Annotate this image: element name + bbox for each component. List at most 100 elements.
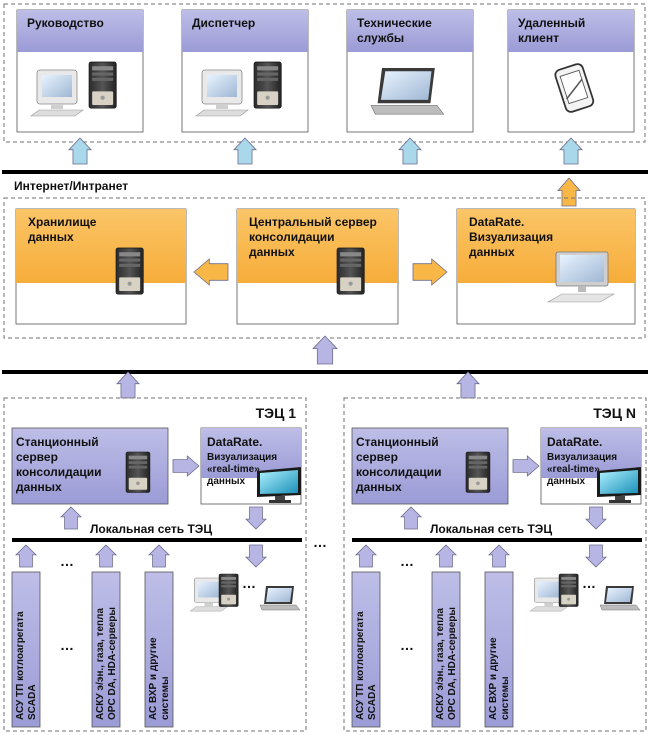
down-arrow (245, 544, 267, 568)
station-server-title-line: Станционный (16, 435, 99, 449)
station-viz-title: DataRate. (547, 435, 602, 449)
station-viz-subtitle-line: данных (547, 476, 586, 487)
center-box-title-line: Визуализация (469, 230, 553, 244)
station-title: ТЭЦ 1 (256, 405, 297, 421)
source-box (91, 571, 121, 728)
clients-frame (3, 3, 646, 143)
station-viz-subtitle: Визуализация«real-time»данных (207, 452, 277, 487)
client-card-header (17, 10, 143, 52)
up-arrow (233, 137, 257, 165)
station-server-title-line: данных (16, 480, 62, 494)
laptop-icon (259, 585, 301, 611)
down-arrow (245, 506, 267, 530)
server-tower-icon (115, 247, 144, 295)
up-arrow-orange (557, 177, 581, 207)
station-viz-subtitle: Визуализация«real-time»данных (547, 452, 617, 487)
center-box-title-line: консолидации (249, 230, 335, 244)
source-label-line: АСУ ТП котлоагрегата (15, 611, 26, 720)
source-label-line: АС ВХР и другие (488, 637, 499, 720)
up-arrow (488, 544, 510, 568)
source-label-line: АСУ ТП котлоагрегата (355, 611, 366, 720)
source-box (431, 571, 461, 728)
ellipsis: … (60, 637, 74, 653)
station-server-title-line: консолидации (356, 465, 442, 479)
center-box-header (237, 209, 398, 283)
ellipsis: … (242, 575, 256, 591)
up-arrow (398, 137, 422, 165)
station-viz-subtitle-line: «real-time» (547, 464, 600, 475)
center-box-title-line: DataRate. (469, 215, 524, 229)
source-label-line: АСКУ э/эн., газа, тепла (435, 608, 446, 720)
up-arrow (355, 544, 377, 568)
lan-label: Локальная сеть ТЭЦ (90, 522, 212, 536)
station-viz-subtitle-line: данных (207, 476, 246, 487)
right-arrow (172, 455, 200, 477)
up-arrow (95, 544, 117, 568)
up-arrow (559, 137, 583, 165)
desktop-pc-icon (558, 573, 579, 607)
station-server-title-line: консолидации (16, 465, 102, 479)
right-arrow (512, 455, 540, 477)
ellipsis: … (60, 553, 74, 569)
center-box-title-line: данных (249, 245, 295, 259)
up-arrow (68, 137, 92, 165)
client-title-line: Руководство (27, 16, 104, 30)
source-label-line: OPC DA, HDA-серверы (447, 607, 458, 720)
down-arrow (585, 506, 607, 530)
station-viz-subtitle-line: Визуализация (547, 452, 617, 463)
station-viz-subtitle-line: Визуализация (207, 452, 277, 463)
client-title: Руководство (27, 16, 104, 30)
client-title-line: Диспетчер (192, 16, 255, 30)
center-box-title-line: Хранилище (28, 215, 97, 229)
source-box (351, 571, 381, 728)
right-arrow-orange (412, 258, 448, 286)
desktop-pc-icon (253, 61, 282, 109)
source-box (484, 571, 514, 728)
up-arrow (435, 544, 457, 568)
source-label-line: SCADA (367, 684, 378, 720)
up-arrow (312, 335, 338, 365)
laptop-icon (599, 585, 641, 611)
source-label-line: АС ВХР и другие (148, 637, 159, 720)
server-tower-icon (125, 451, 151, 493)
desktop-pc-icon (218, 573, 239, 607)
up-arrow (456, 371, 480, 399)
source-label-line: системы (500, 676, 511, 720)
ellipsis: … (582, 575, 596, 591)
station-frame (3, 397, 307, 732)
ellipsis: … (400, 637, 414, 653)
client-card-header (508, 10, 634, 52)
server-tower-icon (465, 451, 491, 493)
source-box (144, 571, 174, 728)
up-arrow (400, 506, 422, 530)
lan-label: Локальная сеть ТЭЦ (430, 522, 552, 536)
client-title: Диспетчер (192, 16, 255, 30)
center-box-title-line: данных (28, 230, 74, 244)
center-box-header (16, 209, 186, 283)
ellipsis: … (313, 534, 327, 550)
source-label: АСКУ э/эн., газа, теплаOPC DA, HDA-серве… (95, 607, 118, 720)
internet-label: Интернет/Интранет (14, 179, 128, 193)
source-label: АСКУ э/эн., газа, теплаOPC DA, HDA-серве… (435, 607, 458, 720)
source-label-line: системы (160, 676, 171, 720)
station-viz-subtitle-line: «real-time» (207, 464, 260, 475)
desktop-pc-icon (88, 61, 117, 109)
source-label: АСУ ТП котлоагрегатаSCADA (355, 611, 378, 720)
client-title-line: службы (357, 31, 404, 45)
up-arrow (60, 506, 82, 530)
center-box-title-line: Центральный сервер (249, 215, 377, 229)
source-label: АС ВХР и другиесистемы (488, 637, 511, 720)
station-server-title-line: сервер (16, 450, 58, 464)
client-card-header (182, 10, 308, 52)
source-label: АСУ ТП котлоагрегатаSCADA (15, 611, 38, 720)
